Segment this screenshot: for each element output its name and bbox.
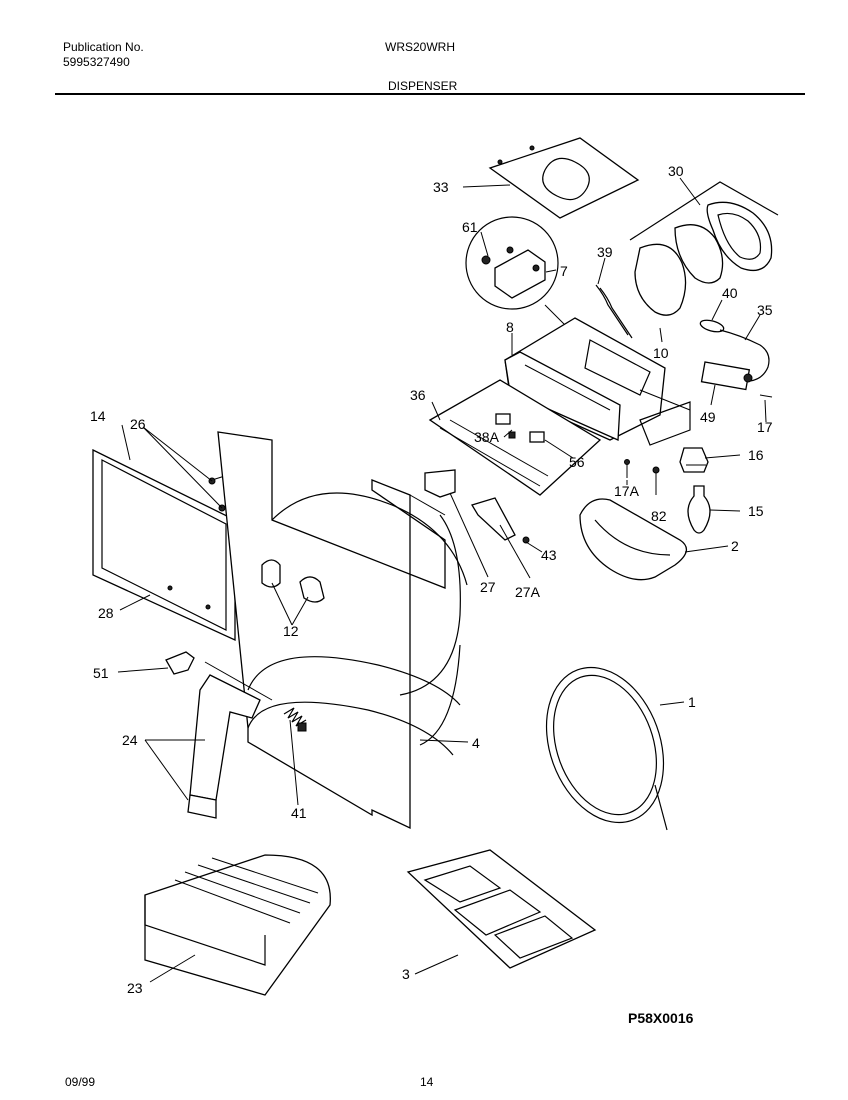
callout-10: 10 — [653, 345, 669, 361]
callout-15: 15 — [748, 503, 764, 519]
callout-3: 3 — [402, 966, 410, 982]
part-24-actuator-arm — [187, 661, 273, 819]
publication-label: Publication No. — [63, 40, 144, 54]
callout-4: 4 — [472, 735, 480, 751]
publication-number: 5995327490 — [63, 55, 130, 69]
diagram-code: P58X0016 — [628, 1010, 694, 1026]
callout-7: 7 — [560, 263, 568, 279]
part-27-lever — [424, 469, 456, 498]
part-27A-lever — [471, 497, 516, 541]
part-33-cover-plate — [488, 137, 640, 219]
callout-2: 2 — [731, 538, 739, 554]
part-12-clips — [261, 559, 325, 603]
callout-43: 43 — [541, 547, 557, 563]
callout-82: 82 — [651, 508, 667, 524]
section-title: DISPENSER — [388, 79, 458, 93]
part-17A-82-screws — [624, 459, 660, 495]
callout-12: 12 — [283, 623, 299, 639]
callout-30: 30 — [668, 163, 684, 179]
callout-labels: 33 30 61 39 7 40 35 8 10 36 49 17 38A 56… — [90, 163, 773, 996]
callout-41: 41 — [291, 805, 307, 821]
part-4-cabinet-body — [217, 431, 468, 830]
callout-61: 61 — [462, 219, 478, 235]
part-15-bulb — [687, 485, 711, 534]
callout-49: 49 — [700, 409, 716, 425]
callout-16: 16 — [748, 447, 764, 463]
callout-14: 14 — [90, 408, 106, 424]
part-41-spring — [283, 707, 307, 732]
part-51-hook — [165, 651, 195, 675]
part-16-socket — [679, 447, 709, 473]
part-23-drip-tray — [144, 854, 331, 996]
part-61-7-detail-inset — [465, 216, 576, 336]
callout-35: 35 — [757, 302, 773, 318]
part-38A-switches — [495, 413, 545, 443]
part-1-tube-ring — [545, 666, 668, 831]
part-30-door-flap — [629, 181, 779, 316]
leader-lines — [117, 177, 767, 983]
callout-27A: 27A — [515, 584, 541, 600]
page-number: 14 — [420, 1075, 434, 1089]
callout-56: 56 — [569, 454, 585, 470]
callout-8: 8 — [506, 319, 514, 335]
footer-date: 09/99 — [65, 1075, 96, 1089]
part-3-heater-plate — [406, 849, 597, 969]
part-43-screw — [522, 536, 530, 544]
callout-23: 23 — [127, 980, 143, 996]
model-number: WRS20WRH — [385, 40, 456, 54]
callout-17A: 17A — [614, 483, 640, 499]
callout-40: 40 — [722, 285, 738, 301]
callout-51: 51 — [93, 665, 109, 681]
callout-26: 26 — [130, 416, 146, 432]
header-rule — [55, 93, 805, 95]
part-40-35-49-17-harness — [699, 319, 773, 398]
part-39-rod — [595, 284, 633, 339]
callout-28: 28 — [98, 605, 114, 621]
callout-1: 1 — [688, 694, 696, 710]
callout-39: 39 — [597, 244, 613, 260]
part-14-28-front-panel — [92, 448, 236, 642]
callout-36: 36 — [410, 387, 426, 403]
callout-17: 17 — [757, 419, 773, 435]
part-2-light-channel — [579, 498, 687, 581]
callout-33: 33 — [433, 179, 449, 195]
callout-27: 27 — [480, 579, 496, 595]
callout-38A: 38A — [474, 429, 500, 445]
callout-24: 24 — [122, 732, 138, 748]
